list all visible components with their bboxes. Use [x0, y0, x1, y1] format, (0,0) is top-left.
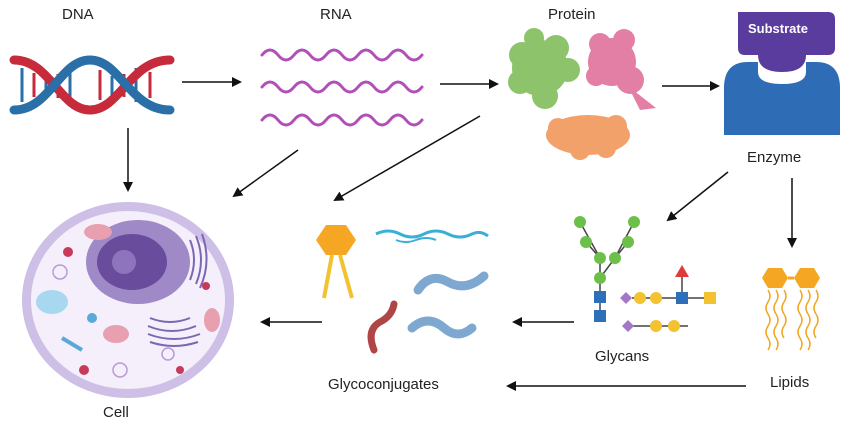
protein-blobs-icon — [508, 28, 656, 160]
enzyme-label: Enzyme — [747, 149, 802, 166]
glycoconjugates-label: Glycoconjugates — [328, 376, 439, 393]
cell-icon — [22, 202, 234, 398]
rna-strands-icon — [260, 48, 424, 127]
protein-label: Protein — [548, 6, 596, 23]
dna-label: DNA — [62, 6, 94, 23]
arrow-enzyme-to-glycans — [666, 171, 729, 222]
rna-label: RNA — [320, 6, 352, 23]
arrow-rna-to-cell — [232, 149, 299, 198]
cell-label: Cell — [103, 404, 129, 421]
arrow-protein-to-glycoconjugates — [333, 115, 481, 202]
lipids-label: Lipids — [770, 374, 810, 391]
enzyme-substrate-icon — [724, 12, 840, 135]
glycoconjugate-shapes-icon — [316, 225, 489, 354]
glycans-label: Glycans — [595, 348, 650, 365]
substrate-label: Substrate — [748, 21, 808, 36]
lipid-molecules-icon — [762, 268, 820, 351]
dna-helix-icon — [9, 55, 175, 115]
glycan-trees-icon — [574, 216, 716, 332]
